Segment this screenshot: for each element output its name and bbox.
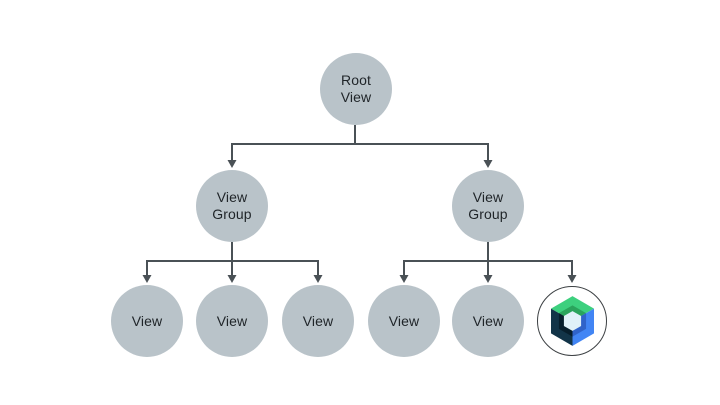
tree-node-view-2: View (196, 285, 268, 357)
connector-left-group-to-views (146, 242, 319, 275)
tree-node-view-1: View (111, 285, 183, 357)
node-label: Root View (340, 72, 372, 105)
tree-node-compose (537, 286, 607, 356)
arrow-down-icon (142, 275, 152, 283)
tree-node-root-view: Root View (320, 53, 392, 125)
node-label: View (131, 312, 163, 329)
node-label: View (302, 312, 334, 329)
connector-right-group-to-views (403, 242, 573, 275)
tree-node-view-group-right: View Group (452, 170, 524, 242)
node-label: View Group (212, 189, 252, 222)
arrow-down-icon (313, 275, 323, 283)
connector-root-to-viewgroups (231, 125, 489, 160)
arrow-down-icon (399, 275, 409, 283)
tree-node-view-3: View (282, 285, 354, 357)
arrow-down-icon (227, 275, 237, 283)
node-label: View (472, 312, 504, 329)
arrow-down-icon (567, 275, 577, 283)
tree-node-view-group-left: View Group (196, 170, 268, 242)
arrow-down-icon (227, 160, 237, 168)
compose-logo-center-hexagon (563, 311, 581, 331)
tree-node-view-4: View (368, 285, 440, 357)
tree-node-view-5: View (452, 285, 524, 357)
node-label: View (388, 312, 420, 329)
arrow-down-icon (483, 275, 493, 283)
arrow-down-icon (483, 160, 493, 168)
node-label: View Group (468, 189, 508, 222)
node-label: View (216, 312, 248, 329)
jetpack-compose-logo (550, 296, 594, 346)
